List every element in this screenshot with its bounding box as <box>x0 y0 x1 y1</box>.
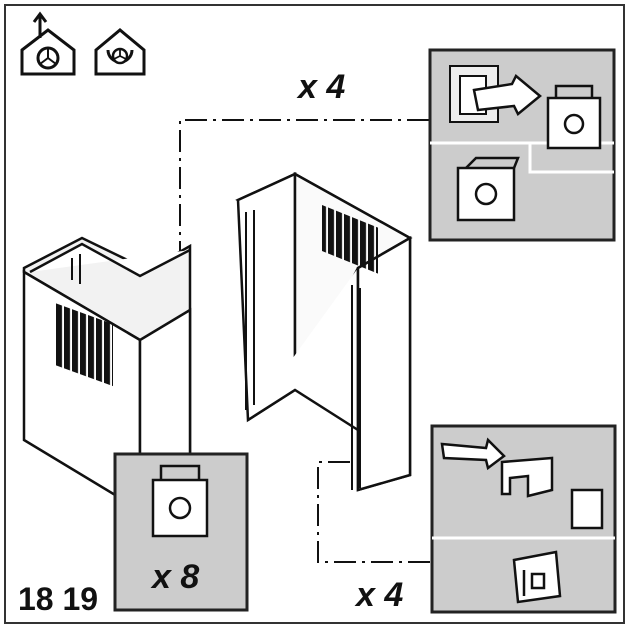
recirculation-mode-icon <box>94 28 146 76</box>
clip-nut-icon <box>546 84 602 150</box>
clip-nut-icon <box>456 156 520 222</box>
step-numbers: 18 19 <box>18 581 98 617</box>
detail-panel-top <box>428 48 616 242</box>
quantity-label-top: x 4 <box>296 68 345 106</box>
detail-panel-left <box>113 452 249 612</box>
clip-nut-icon <box>151 464 209 538</box>
extraction-mode-icon <box>20 11 76 76</box>
detail-panel-bottom <box>430 424 617 614</box>
quantity-label-bottom: x 4 <box>354 576 403 614</box>
right-chimney-section <box>235 171 413 492</box>
quantity-label-left: x 8 <box>150 558 199 596</box>
